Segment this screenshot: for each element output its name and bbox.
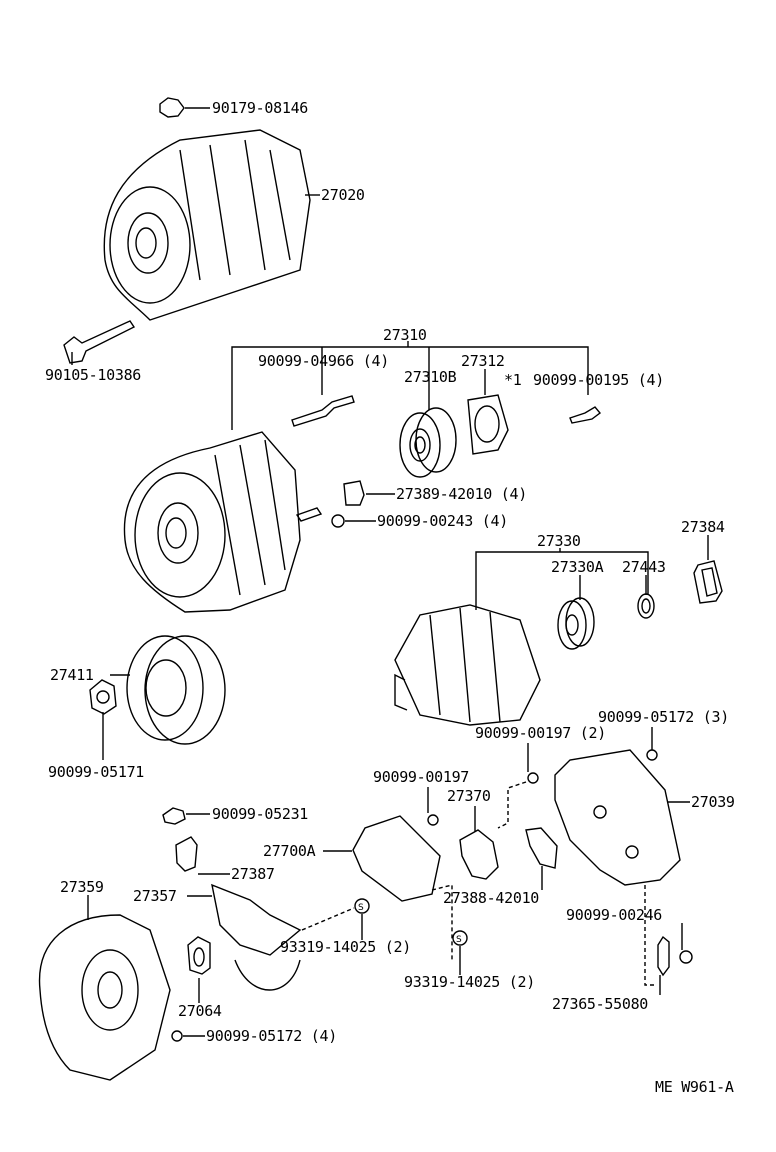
label-27370: 27370	[447, 787, 491, 805]
svg-text:S: S	[456, 935, 462, 945]
nut-05172-3-part	[647, 727, 657, 760]
label-27020: 27020	[321, 186, 365, 204]
sems-screw-b-part: S	[453, 931, 467, 975]
washer-part	[188, 937, 210, 1003]
label-90099-05172-4: 90099-05172 (4)	[206, 1027, 337, 1045]
diagram-code: ME W961-A	[655, 1078, 734, 1096]
svg-text:S: S	[358, 903, 364, 913]
label-93319-14025-b: 93319-14025 (2)	[404, 973, 535, 991]
label-90105-10386: 90105-10386	[45, 366, 142, 384]
screw-246-part	[645, 885, 692, 985]
label-27039: 27039	[691, 793, 735, 811]
rear-bearing-part	[558, 598, 594, 649]
label-90099-00243: 90099-00243 (4)	[377, 512, 508, 530]
label-27330A: 27330A	[551, 558, 604, 576]
front-bearing-part	[400, 408, 456, 477]
rear-end-cover-part	[555, 750, 690, 885]
label-27388-42010: 27388-42010	[443, 889, 540, 907]
screw-243-part	[332, 515, 376, 527]
label-27443: 27443	[622, 558, 666, 576]
insulator-rear-part	[526, 828, 557, 890]
screw-197-part	[428, 787, 438, 825]
label-27359: 27359	[60, 878, 104, 896]
nut-05231-part	[163, 808, 210, 824]
note-mark: *1	[504, 371, 522, 389]
regulator-part	[323, 816, 452, 960]
pulley-part	[110, 636, 225, 744]
alternator-assembly-part	[104, 130, 320, 320]
label-27064: 27064	[178, 1002, 222, 1020]
stud-part	[292, 396, 354, 426]
label-27387: 27387	[231, 865, 275, 883]
label-90099-00197: 90099-00197	[373, 768, 470, 786]
ring-part	[638, 594, 654, 618]
label-90099-05171: 90099-05171	[48, 763, 145, 781]
through-bolt-part	[64, 321, 134, 365]
label-93319-14025-a: 93319-14025 (2)	[280, 938, 411, 956]
label-90099-05172-3: 90099-05172 (3)	[598, 708, 729, 726]
label-90099-00195: 90099-00195 (4)	[533, 371, 664, 389]
terminal-part	[658, 937, 669, 995]
retainer-screw-part	[570, 407, 600, 423]
label-27310B: 27310B	[404, 368, 457, 386]
leader-lines-27330	[476, 535, 708, 610]
label-90099-00197-2: 90099-00197 (2)	[475, 724, 606, 742]
label-90099-05231: 90099-05231	[212, 805, 309, 823]
label-27357: 27357	[133, 887, 177, 905]
retainer-plate-part	[468, 395, 508, 454]
nut-top-part	[160, 98, 210, 117]
terminal-insulator-part	[176, 837, 230, 874]
leader-lines-27310	[232, 341, 588, 430]
drive-end-frame-part	[124, 432, 321, 612]
label-27411: 27411	[50, 666, 94, 684]
label-27312: 27312	[461, 352, 505, 370]
brush-holder-part	[460, 806, 498, 879]
label-90179-08146: 90179-08146	[212, 99, 309, 117]
nut-05172-4-part	[172, 1031, 205, 1041]
label-27389-42010: 27389-42010 (4)	[396, 485, 527, 503]
label-27365-55080: 27365-55080	[552, 995, 649, 1013]
label-27700A: 27700A	[263, 842, 316, 860]
label-27330: 27330	[537, 532, 581, 550]
label-27310: 27310	[383, 326, 427, 344]
rectifier-holder-part	[187, 885, 354, 990]
screw-197-2-part	[498, 743, 538, 828]
sems-screw-a-part: S	[355, 899, 369, 940]
bearing-cover-part	[694, 561, 722, 603]
insulator-part	[344, 481, 395, 505]
rotor-part	[395, 605, 540, 725]
label-90099-00246: 90099-00246	[566, 906, 663, 924]
pulley-nut-part	[90, 680, 116, 760]
label-90099-04966: 90099-04966 (4)	[258, 352, 389, 370]
rectifier-end-frame-part	[40, 895, 170, 1080]
label-27384: 27384	[681, 518, 725, 536]
